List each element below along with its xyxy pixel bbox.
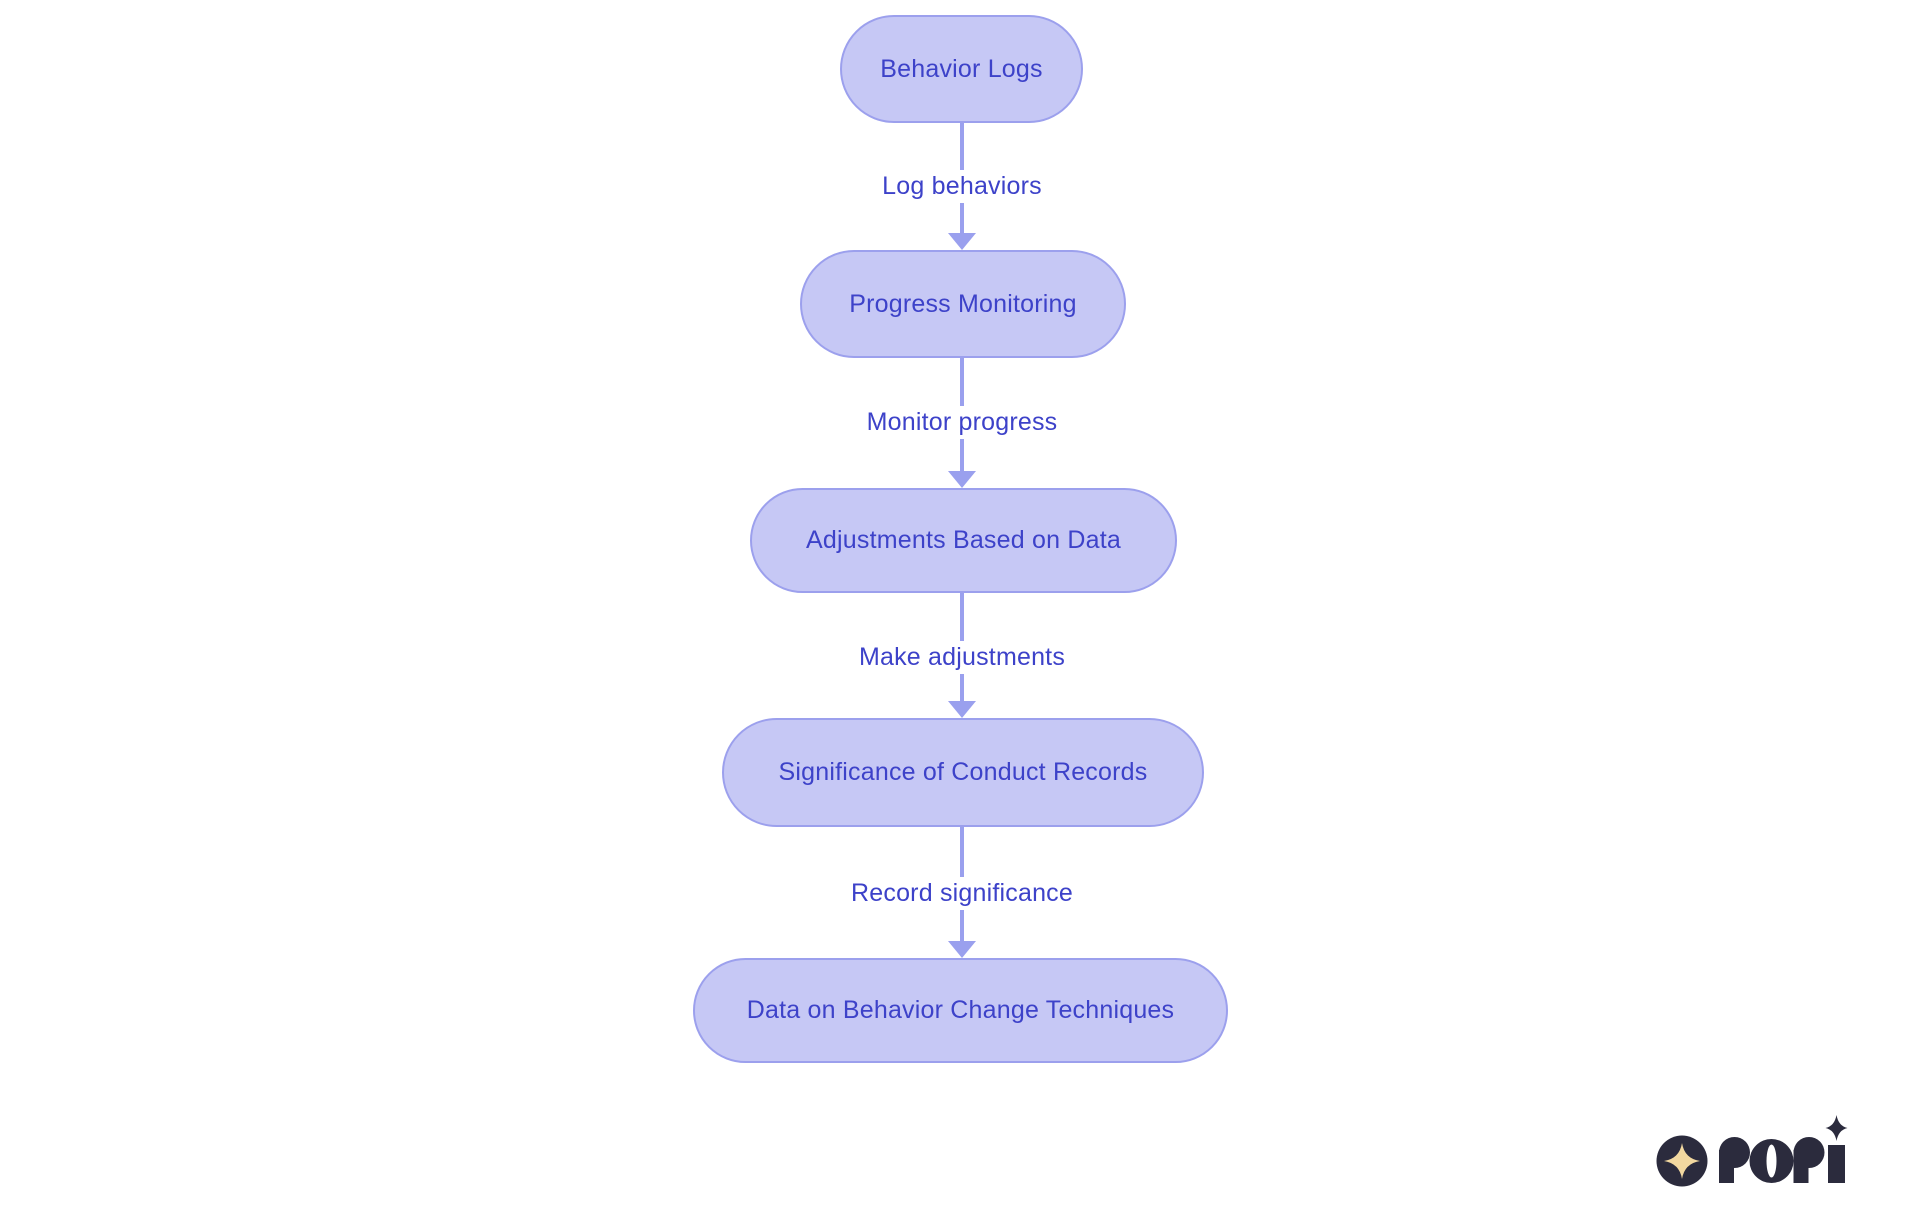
node-label: Progress Monitoring xyxy=(849,289,1077,318)
arrowhead-down-icon xyxy=(948,701,976,718)
arrowhead-down-icon xyxy=(948,941,976,958)
edge-label: Monitor progress xyxy=(858,406,1066,439)
wordmark-rori xyxy=(1719,1115,1848,1183)
node-progress-monitoring: Progress Monitoring xyxy=(800,250,1126,358)
node-label: Significance of Conduct Records xyxy=(778,758,1148,786)
node-label: Behavior Logs xyxy=(880,54,1043,83)
node-data-on-behavior-change-techniques: Data on Behavior Change Techniques xyxy=(693,958,1228,1063)
sparkle-icon xyxy=(1825,1115,1848,1141)
arrowhead-down-icon xyxy=(948,233,976,250)
edge-label: Log behaviors xyxy=(874,170,1050,203)
edge-label: Make adjustments xyxy=(850,641,1074,674)
node-behavior-logs: Behavior Logs xyxy=(840,15,1083,123)
sparkle-circle-icon xyxy=(1656,1135,1708,1187)
node-label: Data on Behavior Change Techniques xyxy=(746,996,1175,1024)
node-adjustments-based-on-data: Adjustments Based on Data xyxy=(750,488,1177,593)
node-label: Adjustments Based on Data xyxy=(806,526,1121,554)
arrowhead-down-icon xyxy=(948,471,976,488)
rori-logo xyxy=(1652,1112,1852,1187)
node-significance-of-conduct-records: Significance of Conduct Records xyxy=(722,718,1204,827)
rori-logo-graphic xyxy=(1656,1115,1848,1187)
edge-label: Record significance xyxy=(843,877,1081,910)
